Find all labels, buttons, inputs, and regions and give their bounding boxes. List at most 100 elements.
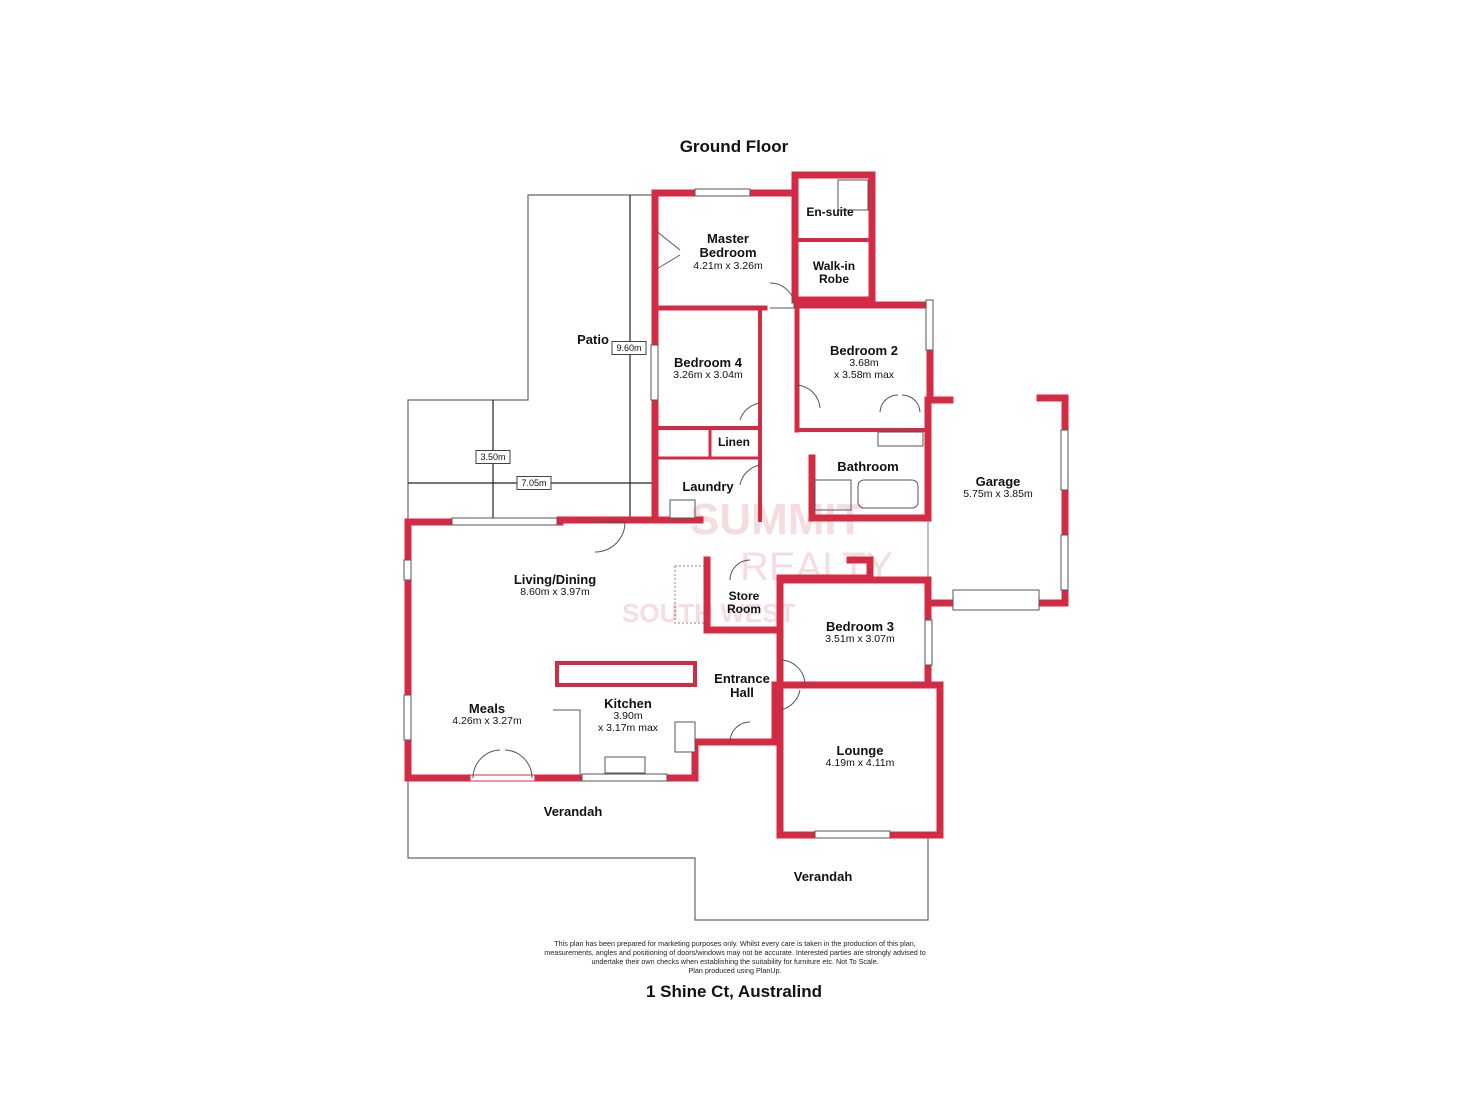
room-dims: 4.19m x 4.11m (825, 757, 895, 770)
disclaimer-line: Plan produced using PlanUp. (688, 966, 782, 975)
cooktop (674, 721, 696, 753)
bathroom-wall (808, 396, 932, 522)
room-name: Verandah (793, 869, 853, 884)
disclaimer-line: measurements, angles and positioning of … (544, 948, 926, 957)
ensuite-shower (837, 179, 869, 211)
room-dims-2: x 3.58m max (833, 368, 895, 381)
floor-title: Ground Floor (679, 137, 789, 156)
lounge-wall (776, 681, 944, 839)
watermark-south-west: SOUTH WEST (622, 598, 796, 628)
bedroom2-window (925, 299, 934, 351)
room-name: Bedroom 2 (830, 343, 898, 358)
room-name: Lounge (836, 743, 884, 758)
bathroom-vanity (877, 431, 924, 447)
area-patio: Patio (577, 332, 609, 347)
room-kitchen: Kitchen 3.90m x 3.17m max (597, 696, 659, 734)
living-side-window (403, 559, 412, 581)
room-dims: 4.26m x 3.27m (452, 715, 522, 728)
lounge-door-swing (779, 689, 801, 711)
room-name: Bedroom 4 (674, 355, 742, 370)
room-name: Walk-in Robe (812, 259, 856, 287)
garage-window (1060, 429, 1069, 491)
patio-length-tag: 9.60m (611, 341, 647, 355)
room-name: Verandah (543, 804, 603, 819)
room-name: Patio (577, 332, 609, 347)
verandah-left-outline (407, 778, 929, 921)
room-bedroom-4: Bedroom 4 3.26m x 3.04m (673, 355, 743, 382)
garage-window-2 (1060, 534, 1069, 591)
living-window (451, 517, 558, 526)
room-dims: 8.60m x 3.97m (520, 586, 590, 599)
room-name: Linen (718, 435, 750, 449)
property-address: 1 Shine Ct, Australind (645, 982, 823, 1001)
room-name: Entrance Hall (714, 671, 770, 701)
garage-door (952, 589, 1040, 611)
patio-depth-tag: 3.50m (475, 450, 511, 464)
room-store-room: Store Room (719, 589, 769, 617)
bedroom2-robe-doors (879, 394, 921, 413)
area-verandah-left: Verandah (543, 804, 603, 819)
disclaimer-line: This plan has been prepared for marketin… (554, 939, 916, 948)
meals-door-swing (472, 749, 533, 779)
room-dims-2: x 3.17m max (597, 721, 659, 734)
room-name: Laundry (682, 479, 734, 494)
room-name: Bathroom (837, 459, 899, 474)
entrance-wall (691, 681, 779, 782)
bedroom2-door-swing (796, 384, 821, 409)
kitchen-window (581, 773, 668, 782)
doors (472, 229, 921, 779)
master-robe-doors (654, 229, 681, 271)
watermark-summit: SUMMIT (690, 495, 864, 544)
disclaimer: This plan has been prepared for marketin… (500, 939, 970, 975)
kitchen-bench-outline (553, 709, 581, 775)
bedroom3-window (924, 619, 933, 666)
room-bathroom: Bathroom (837, 459, 899, 474)
kitchen-overhead-cupboard (555, 661, 697, 687)
room-dims: 4.21m x 3.26m (693, 259, 763, 272)
room-entrance-hall: Entrance Hall (707, 671, 777, 701)
room-name: Garage (975, 474, 1021, 489)
room-lounge: Lounge 4.19m x 4.11m (825, 743, 895, 770)
entry-door-swing (729, 721, 751, 743)
room-garage: Garage 5.75m x 3.85m (963, 474, 1033, 501)
room-dims: 5.75m x 3.85m (963, 488, 1033, 501)
room-bedroom-2: Bedroom 2 3.68m x 3.58m max (830, 343, 898, 381)
bedroom4-door-swing (739, 402, 761, 421)
master-door-swing (769, 282, 796, 309)
room-name: Bedroom 3 (826, 619, 894, 634)
garage-east-wall (1036, 394, 1069, 607)
room-bedroom-3: Bedroom 3 3.51m x 3.07m (825, 619, 894, 646)
room-name: Living/Dining (513, 572, 597, 587)
disclaimer-line: undertake their own checks when establis… (591, 957, 879, 966)
room-name: Master Bedroom (699, 231, 757, 261)
room-dims: 3.68m (849, 357, 879, 370)
room-laundry: Laundry (682, 479, 734, 494)
room-name: Store Room (727, 589, 761, 617)
laundry-tub (669, 499, 696, 519)
room-name: En-suite (806, 205, 854, 219)
room-living-dining: Living/Dining 8.60m x 3.97m (513, 572, 597, 599)
living-door-swing (594, 521, 626, 553)
room-linen: Linen (718, 435, 750, 449)
walls (404, 171, 1069, 839)
patio-width-tag: 7.05m (516, 476, 552, 490)
bath-tub (857, 479, 919, 509)
watermark-realty: REALTY (740, 545, 893, 589)
room-name: Meals (468, 701, 506, 716)
room-meals: Meals 4.26m x 3.27m (452, 701, 522, 728)
bedroom2-wall (793, 301, 954, 404)
master-window (694, 188, 751, 197)
fixtures (403, 179, 1069, 839)
lounge-window (814, 830, 891, 839)
store-door-swing (729, 559, 751, 581)
room-walk-in-robe: Walk-in Robe (804, 259, 864, 287)
room-ensuite: En-suite (806, 205, 854, 219)
room-dims: 3.90m (613, 710, 643, 723)
room-dims: 3.26m x 3.04m (673, 369, 743, 382)
room-name: Kitchen (604, 696, 652, 711)
meals-window (403, 694, 412, 741)
kitchen-sink (604, 756, 646, 774)
room-master-bedroom: Master Bedroom 4.21m x 3.26m (688, 231, 768, 272)
patio-outline (407, 194, 655, 520)
